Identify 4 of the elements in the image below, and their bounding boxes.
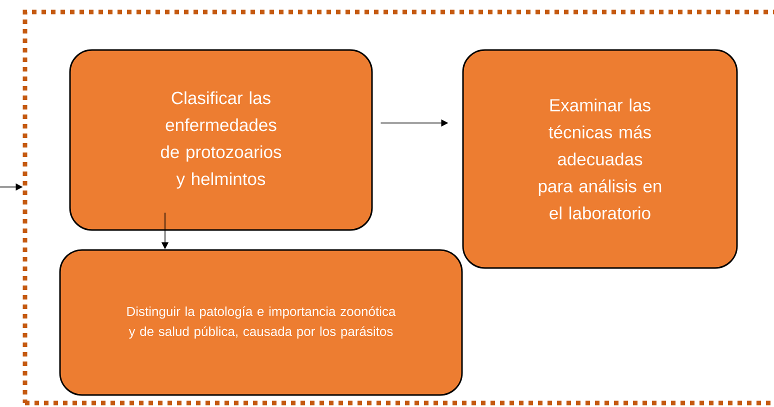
process-box: Clasificar las enfermedades de protozoarios y helmintos xyxy=(69,49,373,231)
dotted-frame xyxy=(22,10,774,406)
process-box: Distinguir la patología e importancia zoonótica y de salud pública, causada por los parásitos xyxy=(59,249,463,396)
process-box: Examinar las técnicas más adecuadas para análisis en el laboratorio xyxy=(462,49,738,269)
